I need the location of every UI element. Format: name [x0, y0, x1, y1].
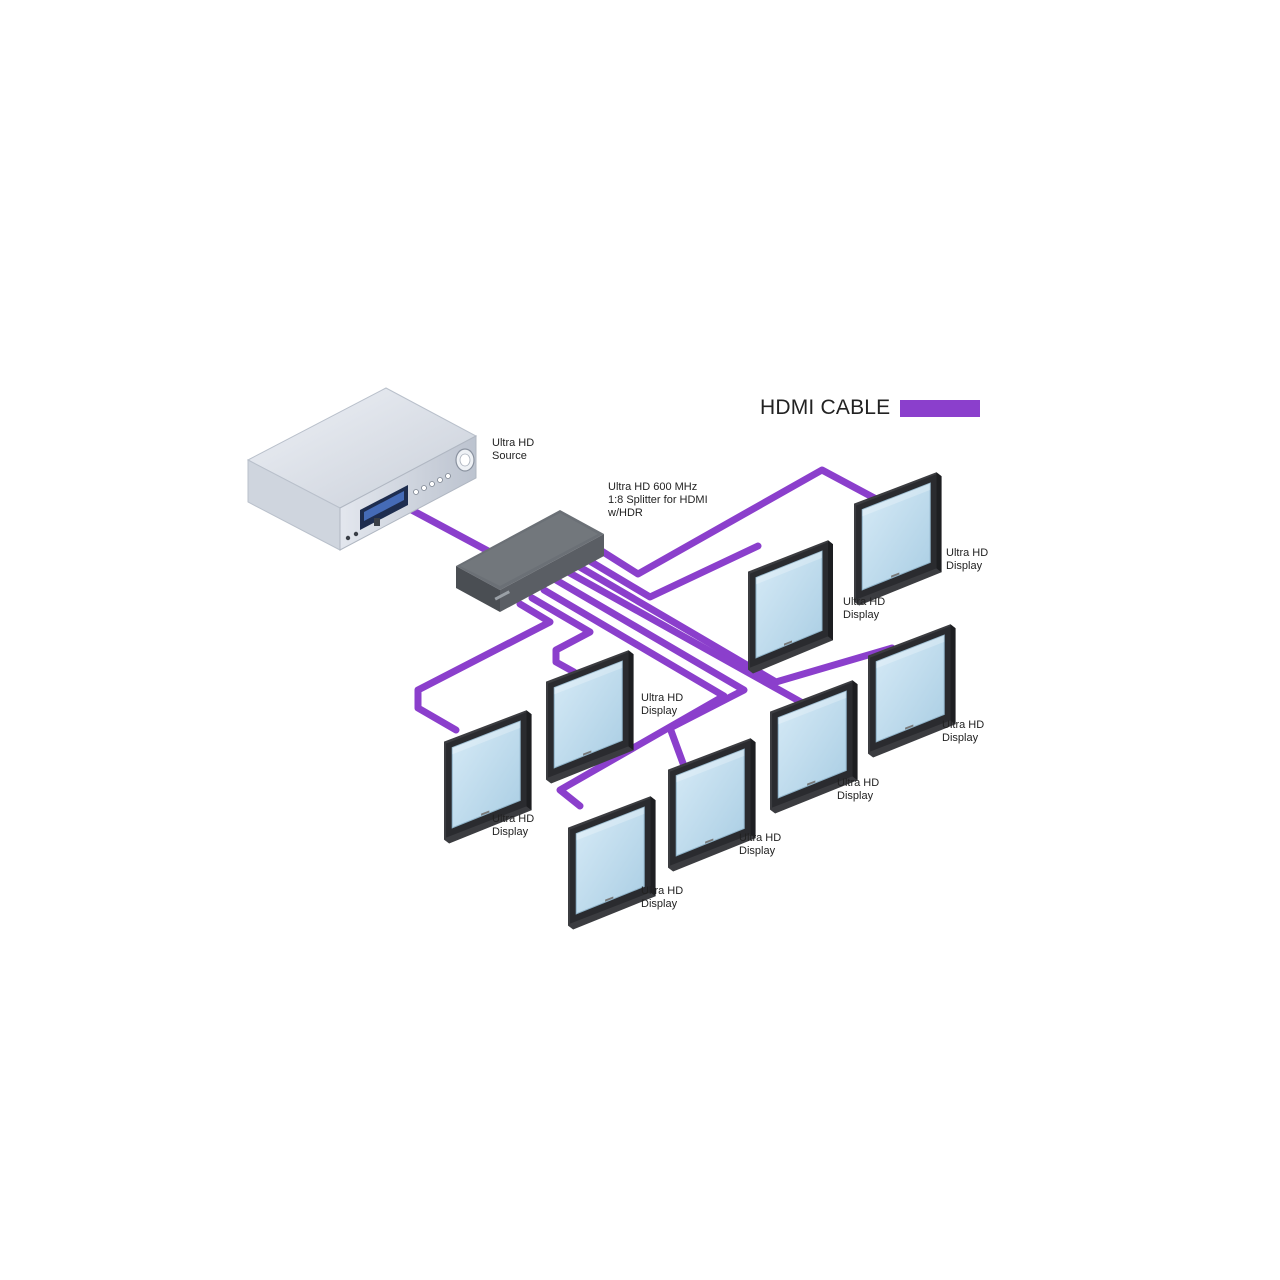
cable-display-right — [574, 562, 896, 686]
display-label-line2: Display — [739, 845, 776, 857]
display-label-line2: Display — [843, 609, 880, 621]
splitter-label: Ultra HD 600 MHz 1:8 Splitter for HDMI w… — [608, 481, 708, 520]
display-label: Ultra HD Display — [837, 777, 879, 803]
legend-swatch — [900, 400, 980, 417]
display-label-line1: Ultra HD — [843, 596, 886, 608]
display-label-line1: Ultra HD — [739, 832, 782, 844]
display-label-line2: Display — [492, 826, 529, 838]
display-label-line1: Ultra HD — [837, 777, 880, 789]
cable-display-bottom — [540, 586, 728, 810]
legend-label: HDMI CABLE — [760, 396, 891, 419]
cable-display-left — [414, 600, 554, 734]
display-label-line2: Display — [942, 732, 979, 744]
cable-display-top-right — [596, 466, 882, 578]
display-label-line2: Display — [641, 898, 678, 910]
cable-display-center-right — [564, 568, 812, 710]
cable-display-middle-right — [584, 542, 762, 601]
splitter-box-icon — [456, 510, 604, 612]
splitter-label-line1: Ultra HD 600 MHz — [608, 481, 698, 493]
display-label-line2: Display — [837, 790, 874, 802]
display-label: Ultra HD Display — [641, 885, 683, 911]
display-monitor-icon — [747, 539, 834, 675]
source-label: Ultra HD Source — [492, 437, 534, 463]
splitter-label-line3: w/HDR — [608, 507, 643, 519]
splitter-label-line2: 1:8 Splitter for HDMI — [608, 494, 708, 506]
display-monitor-icon — [545, 649, 635, 785]
display-label-line2: Display — [641, 705, 678, 717]
cable-display-center-left — [528, 594, 594, 676]
display-label: Ultra HD Display — [946, 547, 988, 573]
display-label: Ultra HD Display — [739, 832, 781, 858]
display-label: Ultra HD Display — [492, 813, 534, 839]
source-label-line1: Ultra HD — [492, 437, 535, 449]
display-label: Ultra HD Display — [843, 596, 885, 622]
display-label: Ultra HD Display — [641, 692, 683, 718]
hdmi-cables — [404, 466, 896, 810]
display-label-line1: Ultra HD — [641, 692, 684, 704]
display-label-line1: Ultra HD — [492, 813, 535, 825]
display-label-line1: Ultra HD — [946, 547, 989, 559]
display-label: Ultra HD Display — [942, 719, 984, 745]
display-label-line1: Ultra HD — [641, 885, 684, 897]
cable-source-to-splitter — [404, 504, 494, 556]
display-label-line2: Display — [946, 560, 983, 572]
source-label-line2: Source — [492, 450, 527, 462]
display-label-line1: Ultra HD — [942, 719, 985, 731]
av-receiver-icon — [246, 387, 478, 551]
